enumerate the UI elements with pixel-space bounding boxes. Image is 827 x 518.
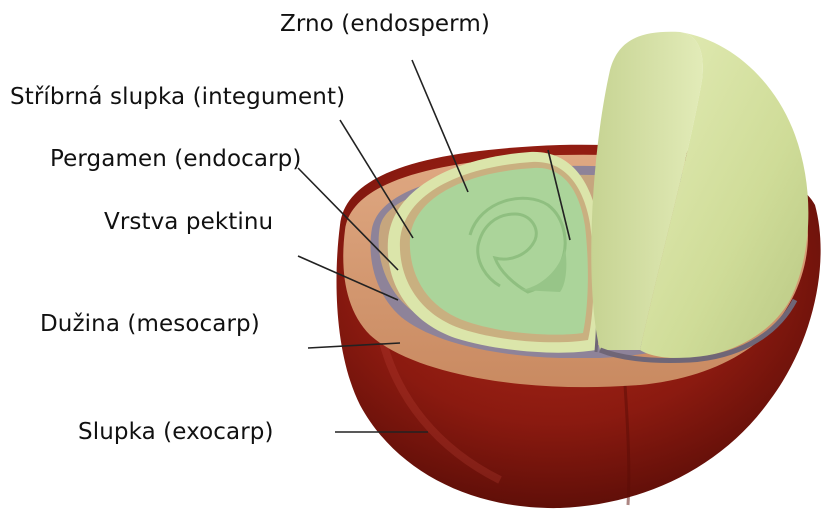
label-zrno: Zrno (endosperm) [280, 10, 490, 38]
label-pergamen: Pergamen (endocarp) [50, 145, 301, 173]
label-duzina: Dužina (mesocarp) [40, 310, 260, 338]
label-vrstva-pektinu: Vrstva pektinu [104, 208, 273, 236]
label-stribrna-slupka: Stříbrná slupka (integument) [10, 83, 345, 111]
label-slupka: Slupka (exocarp) [78, 418, 274, 446]
